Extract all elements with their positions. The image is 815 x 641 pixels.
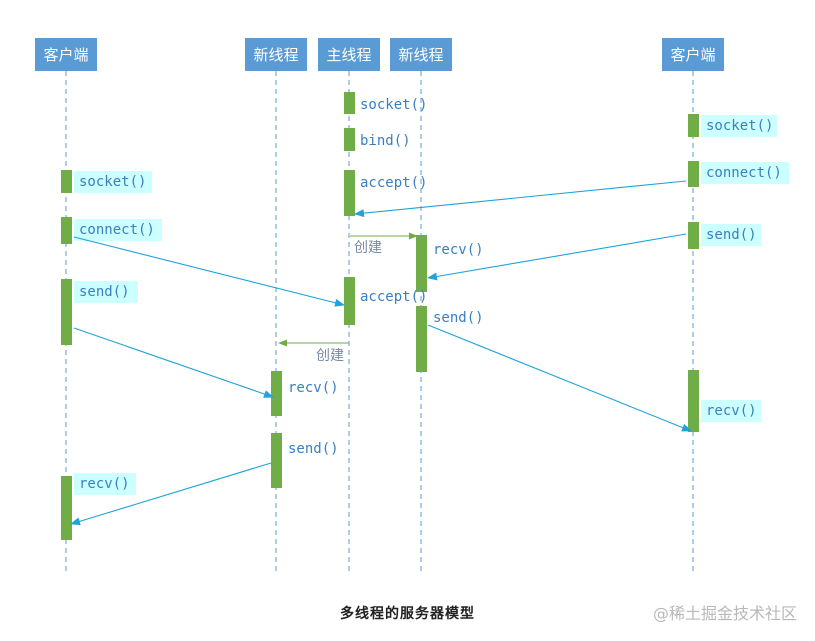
message-arrow-client2-to-thread1	[427, 233, 687, 281]
call-label-client1-11: recv()	[79, 476, 130, 492]
call-label-main-2: accept()	[360, 175, 427, 191]
diagram-caption: 多线程的服务器模型	[340, 606, 475, 622]
call-label-bg-8	[74, 171, 152, 193]
message-arrow-thread1-to-client2	[427, 324, 692, 432]
participant-header-client1	[35, 38, 97, 71]
call-label-bg-6	[701, 224, 761, 246]
activation-bar-client1-8	[61, 170, 72, 193]
activation-bar-client2-4	[688, 114, 699, 137]
call-label-client1-8: socket()	[79, 174, 146, 190]
call-label-bg-4	[701, 115, 777, 137]
participant-header-client2	[662, 38, 724, 71]
call-label-client2-5: connect()	[706, 165, 782, 181]
participant-label-thread2: 新线程	[253, 46, 298, 64]
activation-bar-client2-6	[688, 222, 699, 249]
activation-bar-client1-11	[61, 476, 72, 540]
activation-bar-thread2-14	[271, 371, 282, 416]
participant-label-client1: 客户端	[43, 46, 88, 64]
participant-header-thread2	[245, 38, 307, 71]
activation-bar-client2-5	[688, 161, 699, 187]
activation-bar-main-1	[344, 128, 355, 151]
call-label-client1-9: connect()	[79, 222, 155, 238]
activation-bar-thread1-12	[416, 235, 427, 292]
call-label-client2-6: send()	[706, 227, 757, 243]
call-label-client2-4: socket()	[706, 118, 773, 134]
message-arrow-client1-to-main	[73, 236, 345, 307]
message-label-main-to-thread1: 创建	[354, 240, 382, 256]
call-label-thread1-13: send()	[433, 310, 484, 326]
activation-bar-main-3	[344, 277, 355, 325]
message-label-main-to-thread2: 创建	[316, 348, 344, 364]
activation-bar-thread1-13	[416, 306, 427, 372]
call-label-client1-10: send()	[79, 284, 130, 300]
activation-bar-main-0	[344, 92, 355, 114]
watermark: @稀土掘金技术社区	[652, 604, 797, 623]
call-label-main-0: socket()	[360, 97, 427, 113]
activation-bar-client1-9	[61, 217, 72, 244]
activation-bar-main-2	[344, 170, 355, 216]
message-arrow-thread2-to-client1	[70, 462, 272, 526]
activation-bar-client1-10	[61, 279, 72, 345]
activation-bar-client2-7	[688, 370, 699, 432]
participant-header-main	[318, 38, 380, 71]
call-label-client2-7: recv()	[706, 403, 757, 419]
call-label-bg-11	[74, 473, 136, 495]
call-label-main-3: accept()	[360, 289, 427, 305]
participant-label-main: 主线程	[326, 46, 371, 64]
call-label-bg-10	[74, 281, 138, 303]
message-arrow-client1-to-thread2	[73, 327, 274, 398]
call-label-bg-5	[701, 162, 789, 184]
call-label-thread2-15: send()	[288, 441, 339, 457]
participant-label-client2: 客户端	[670, 46, 715, 64]
call-label-thread1-12: recv()	[433, 242, 484, 258]
participant-header-thread1	[390, 38, 452, 71]
call-label-thread2-14: recv()	[288, 380, 339, 396]
activation-bar-thread2-15	[271, 433, 282, 488]
call-label-bg-7	[701, 400, 761, 422]
call-label-main-1: bind()	[360, 133, 411, 149]
participant-label-thread1: 新线程	[398, 46, 443, 64]
call-label-bg-9	[74, 219, 162, 241]
message-arrow-client2-to-main	[354, 180, 687, 218]
